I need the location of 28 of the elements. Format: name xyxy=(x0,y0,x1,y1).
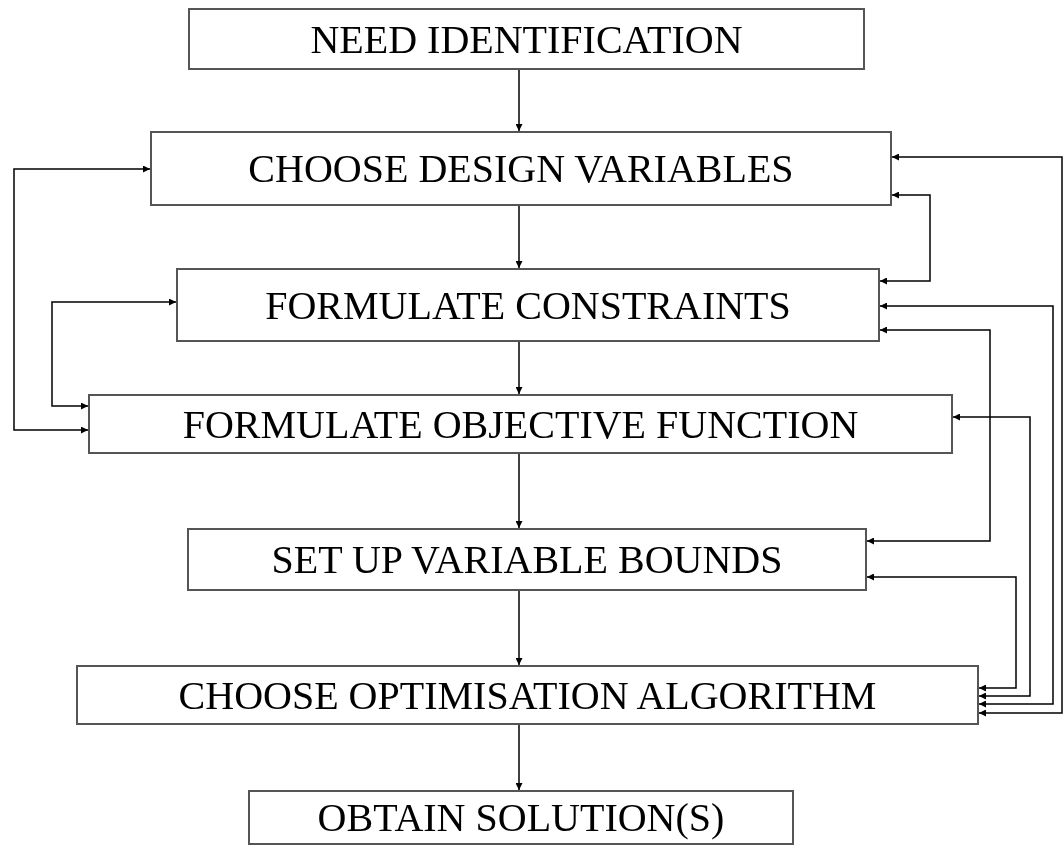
arrow xyxy=(515,590,523,666)
process-box xyxy=(176,268,880,342)
box-label: CHOOSE DESIGN VARIABLES xyxy=(248,145,794,192)
arrow xyxy=(866,573,1017,692)
box-label: NEED IDENTIFICATION xyxy=(310,15,743,63)
arrow xyxy=(952,413,1031,700)
box-label: SET UP VARIABLE BOUNDS xyxy=(271,536,783,583)
process-box xyxy=(88,394,953,454)
arrow xyxy=(515,69,523,132)
process-box xyxy=(150,131,892,206)
process-box xyxy=(188,8,865,70)
arrow xyxy=(866,326,991,545)
arrow xyxy=(891,153,1063,717)
arrow xyxy=(51,298,177,410)
arrow xyxy=(879,191,931,285)
process-box xyxy=(248,790,794,845)
arrow xyxy=(13,165,151,434)
box-label: CHOOSE OPTIMISATION ALGORITHM xyxy=(178,671,877,719)
process-box xyxy=(76,665,979,725)
arrow xyxy=(515,341,523,395)
process-box xyxy=(187,528,867,591)
box-label: FORMULATE CONSTRAINTS xyxy=(265,281,791,329)
arrow xyxy=(515,453,523,529)
arrow xyxy=(879,302,1054,708)
arrow xyxy=(515,205,523,269)
arrow xyxy=(515,724,523,791)
box-label: OBTAIN SOLUTION(S) xyxy=(317,794,725,841)
box-label: FORMULATE OBJECTIVE FUNCTION xyxy=(182,400,859,448)
